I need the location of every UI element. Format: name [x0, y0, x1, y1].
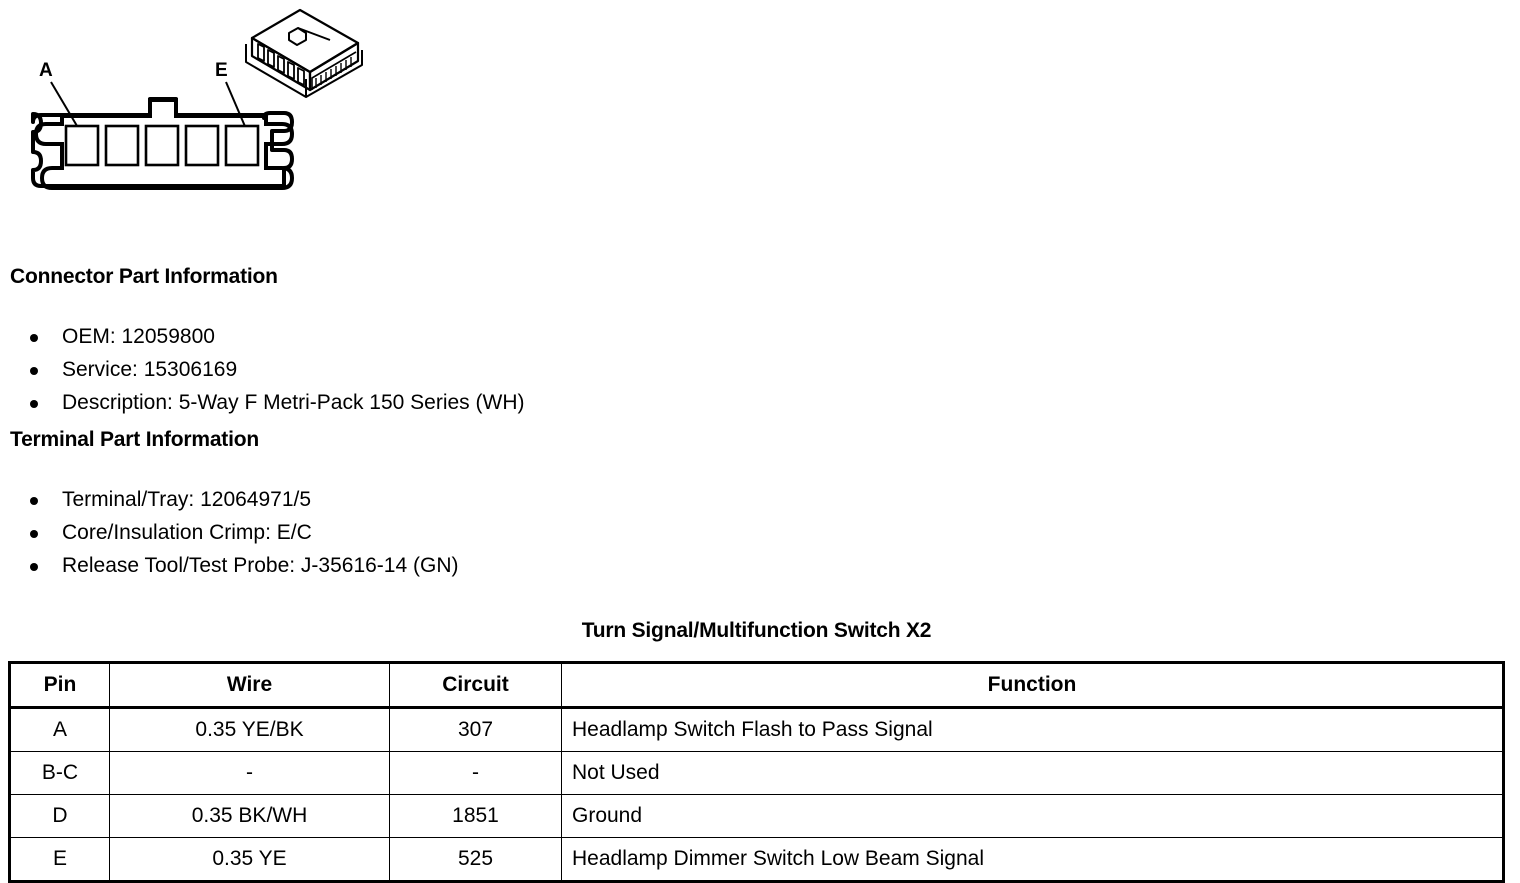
leader-line-a [50, 81, 81, 132]
cell-function: Not Used [561, 751, 1504, 795]
connector-3d-view [245, 8, 363, 98]
connector-face-body [33, 98, 295, 190]
list-item: Description: 5-Way F Metri-Pack 150 Seri… [0, 386, 524, 419]
list-item: Release Tool/Test Probe: J-35616-14 (GN) [0, 549, 458, 582]
cavity-d [184, 124, 220, 167]
cell-pin: B-C [9, 751, 110, 795]
pinout-table-title: Turn Signal/Multifunction Switch X2 [581, 619, 932, 642]
column-header-circuit: Circuit [389, 662, 562, 709]
cell-circuit: 307 [389, 707, 562, 752]
cell-function: Ground [561, 794, 1504, 838]
pin-label-e: E [215, 60, 228, 81]
column-header-function: Function [561, 662, 1504, 709]
list-item: Core/Insulation Crimp: E/C [0, 516, 458, 549]
table-row: B-C - - Not Used [9, 751, 1504, 795]
table-row: D 0.35 BK/WH 1851 Ground [9, 794, 1504, 838]
table-header-row: Pin Wire Circuit Function [9, 662, 1504, 709]
leader-line-e [225, 81, 248, 132]
connector-part-information-heading: Connector Part Information [10, 265, 278, 288]
connector-illustration: A E [0, 0, 400, 230]
cell-circuit: 1851 [389, 794, 562, 838]
cell-pin: A [9, 707, 110, 752]
list-item: Terminal/Tray: 12064971/5 [0, 483, 458, 516]
pinout-table: Pin Wire Circuit Function A 0.35 YE/BK 3… [8, 661, 1505, 883]
cell-circuit: 525 [389, 837, 562, 882]
cavity-group [64, 124, 260, 167]
cavity-a [64, 124, 100, 167]
pin-label-a: A [39, 60, 53, 81]
table-row: A 0.35 YE/BK 307 Headlamp Switch Flash t… [9, 707, 1504, 752]
cell-function: Headlamp Dimmer Switch Low Beam Signal [561, 837, 1504, 882]
cavity-e [224, 124, 260, 167]
connector-part-information-list: OEM: 12059800 Service: 15306169 Descript… [0, 320, 524, 419]
cell-wire: - [109, 751, 390, 795]
column-header-pin: Pin [9, 662, 110, 709]
cell-wire: 0.35 YE [109, 837, 390, 882]
terminal-part-information-list: Terminal/Tray: 12064971/5 Core/Insulatio… [0, 483, 458, 582]
table-row: E 0.35 YE 525 Headlamp Dimmer Switch Low… [9, 837, 1504, 882]
cell-pin: D [9, 794, 110, 838]
cavity-b [104, 124, 140, 167]
terminal-part-information-heading: Terminal Part Information [10, 428, 259, 451]
cavity-c [144, 124, 180, 167]
list-item: Service: 15306169 [0, 353, 524, 386]
column-header-wire: Wire [109, 662, 390, 709]
cell-wire: 0.35 BK/WH [109, 794, 390, 838]
cell-pin: E [9, 837, 110, 882]
cell-circuit: - [389, 751, 562, 795]
cell-wire: 0.35 YE/BK [109, 707, 390, 752]
list-item: OEM: 12059800 [0, 320, 524, 353]
cell-function: Headlamp Switch Flash to Pass Signal [561, 707, 1504, 752]
